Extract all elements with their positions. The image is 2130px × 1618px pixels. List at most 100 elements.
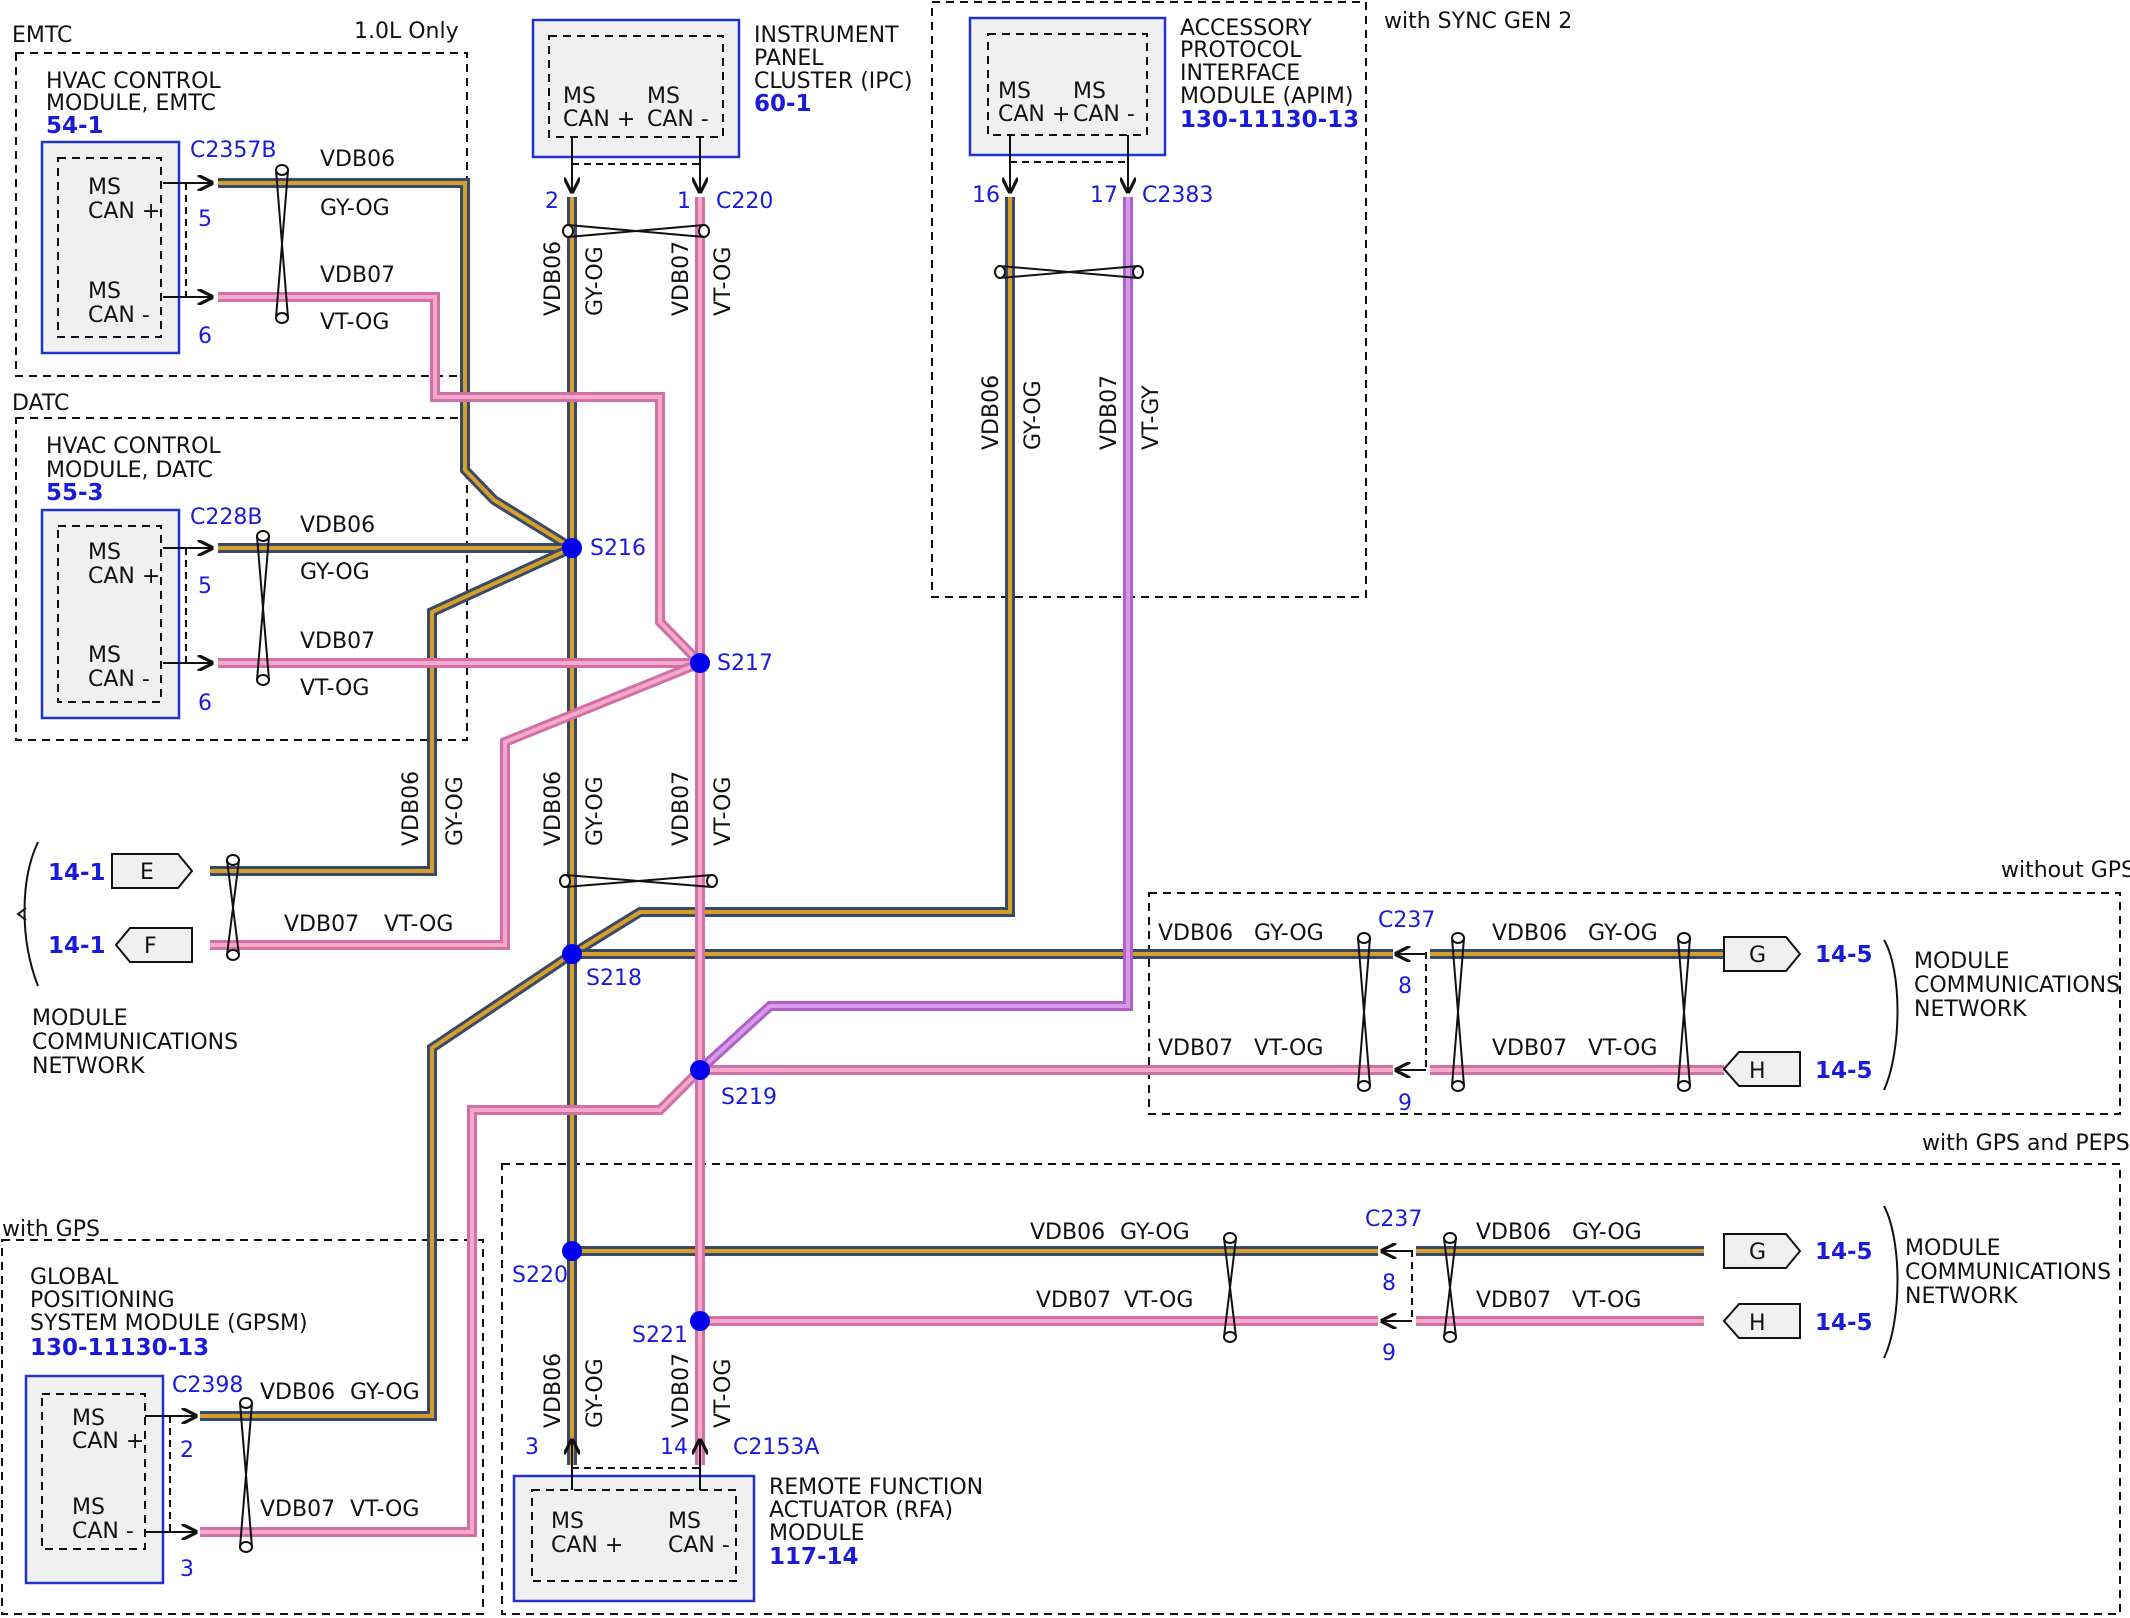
svg-text:MODULE (APIM): MODULE (APIM) <box>1180 84 1353 109</box>
wire-vdb06-net-e <box>210 543 575 876</box>
connector-tag-h <box>1722 1051 1801 1087</box>
svg-text:MODULE, DATC: MODULE, DATC <box>46 458 213 483</box>
wire-label: VDB06 <box>399 771 424 846</box>
module-ipc: MS CAN + MS CAN - INSTRUMENT PANEL CLUST… <box>531 18 913 214</box>
svg-text:MS: MS <box>88 175 121 200</box>
module-hvac-emtc: HVAC CONTROL MODULE, EMTC 54-1 MS CAN + … <box>40 69 276 355</box>
svg-text:CLUSTER (IPC): CLUSTER (IPC) <box>754 69 913 94</box>
svg-text:14-5: 14-5 <box>1815 1310 1873 1336</box>
wire-label: VDB06 <box>300 513 375 538</box>
svg-text:MS: MS <box>1073 79 1106 104</box>
svg-text:3: 3 <box>525 1435 539 1460</box>
svg-text:C237: C237 <box>1378 908 1435 933</box>
wire-vdb07-emtc <box>218 292 704 667</box>
svg-text:CAN -: CAN - <box>1073 102 1135 127</box>
svg-text:130-11130-13: 130-11130-13 <box>30 1335 209 1361</box>
wire-label: GY-OG <box>583 1358 608 1428</box>
svg-text:14-1: 14-1 <box>48 933 106 959</box>
svg-text:8: 8 <box>1382 1271 1396 1296</box>
inline-connector-c237-lower: C237 8 9 <box>1365 1207 1422 1366</box>
region-with-gps: with GPS <box>1 1217 484 1615</box>
twist-datc <box>256 530 270 686</box>
wire-label: VDB06 <box>320 147 395 172</box>
svg-text:PANEL: PANEL <box>754 46 824 71</box>
svg-text:INSTRUMENT: INSTRUMENT <box>754 23 899 48</box>
wire-label: VT-OG <box>711 247 736 316</box>
wire-label: VDB07 <box>1036 1288 1111 1313</box>
twist-net-e-f <box>226 854 240 961</box>
svg-text:S216: S216 <box>590 536 646 561</box>
wire-label: VDB06 <box>1158 921 1233 946</box>
svg-text:COMMUNICATIONS: COMMUNICATIONS <box>1914 973 2120 998</box>
wire-labels: VDB06GY-OGVDB07VT-OGVDB06GY-OGVDB07VT-OG… <box>260 147 1658 1522</box>
svg-text:CAN +: CAN + <box>998 102 1070 127</box>
twist-emtc <box>275 164 289 324</box>
splice-s217: S217 <box>690 651 773 676</box>
svg-text:9: 9 <box>1382 1341 1396 1366</box>
wire-label: VDB07 <box>669 241 694 316</box>
wire-label: VDB06 <box>541 771 566 846</box>
svg-text:REMOTE FUNCTION: REMOTE FUNCTION <box>769 1475 983 1500</box>
svg-text:ACCESSORY: ACCESSORY <box>1180 16 1312 41</box>
region-datc: DATC <box>12 391 468 741</box>
svg-text:COMMUNICATIONS: COMMUNICATIONS <box>1905 1260 2111 1285</box>
region-emtc: EMTC 1.0L Only <box>12 19 468 377</box>
brace <box>1883 1205 1899 1359</box>
wire-label: GY-OG <box>1254 921 1324 946</box>
svg-text:1: 1 <box>677 189 691 214</box>
svg-text:CAN -: CAN - <box>668 1533 730 1558</box>
svg-text:CAN -: CAN - <box>88 667 150 692</box>
wire-vdb07-apim <box>696 197 1133 1074</box>
twisted-pair-markers <box>226 164 1691 1553</box>
svg-text:GLOBAL: GLOBAL <box>30 1265 119 1290</box>
svg-text:C220: C220 <box>716 189 773 214</box>
wire-label: VDB06 <box>1476 1220 1551 1245</box>
wire-label: VDB07 <box>669 1353 694 1428</box>
splice-s221: S221 <box>632 1311 710 1348</box>
svg-text:6: 6 <box>198 324 212 349</box>
brace <box>1883 939 1899 1091</box>
svg-text:MODULE: MODULE <box>32 1006 128 1031</box>
wire-label: VDB06 <box>1492 921 1567 946</box>
svg-text:1.0L Only: 1.0L Only <box>354 19 459 44</box>
network-ref-left: E F 14-1 14-1 MODULE COMMUNICATIONS NETW… <box>16 841 238 1079</box>
svg-text:G: G <box>1749 1240 1766 1265</box>
module-hvac-datc: HVAC CONTROL MODULE, DATC 55-3 MS CAN + … <box>40 434 262 720</box>
wire-label: VT-OG <box>350 1497 419 1522</box>
svg-text:130-11130-13: 130-11130-13 <box>1180 107 1359 133</box>
wire-label: VT-OG <box>300 676 369 701</box>
svg-text:MS: MS <box>88 643 121 668</box>
wire-label: VDB07 <box>300 629 375 654</box>
svg-text:CAN +: CAN + <box>551 1533 623 1558</box>
svg-text:14-5: 14-5 <box>1815 1058 1873 1084</box>
svg-text:MS: MS <box>88 279 121 304</box>
svg-text:MS: MS <box>551 1509 584 1534</box>
wire-label: VDB07 <box>1492 1036 1567 1061</box>
module-rfa: MS CAN + MS CAN - REMOTE FUNCTION ACTUAT… <box>512 1435 983 1603</box>
twist-lower-b <box>1443 1232 1457 1343</box>
svg-text:ACTUATOR (RFA): ACTUATOR (RFA) <box>769 1498 953 1523</box>
svg-text:CAN -: CAN - <box>647 107 709 132</box>
wire-label: VT-OG <box>711 1359 736 1428</box>
wire-label: GY-OG <box>320 196 390 221</box>
wire-label: VDB06 <box>541 241 566 316</box>
svg-text:5: 5 <box>198 574 212 599</box>
svg-text:14-1: 14-1 <box>48 860 106 886</box>
wire-label: GY-OG <box>583 246 608 316</box>
region-without-gps: without GPS <box>1148 858 2130 1115</box>
svg-text:C228B: C228B <box>190 505 262 530</box>
svg-text:HVAC CONTROL: HVAC CONTROL <box>46 69 221 94</box>
twist-gpsm <box>239 1397 253 1553</box>
splice-s220: S220 <box>512 1241 582 1288</box>
wire-label: GY-OG <box>1120 1220 1190 1245</box>
connector-tag-g <box>1723 1233 1802 1269</box>
svg-text:MS: MS <box>72 1406 105 1431</box>
network-ref-right-upper: G H 14-5 14-5 MODULE COMMUNICATIONS NETW… <box>1722 936 2120 1091</box>
wire-label: VT-OG <box>384 912 453 937</box>
svg-text:117-14: 117-14 <box>769 1544 859 1570</box>
svg-text:E: E <box>140 860 154 885</box>
svg-text:MODULE: MODULE <box>769 1521 865 1546</box>
connector-tag-g <box>1723 936 1802 972</box>
svg-text:54-1: 54-1 <box>46 113 104 139</box>
